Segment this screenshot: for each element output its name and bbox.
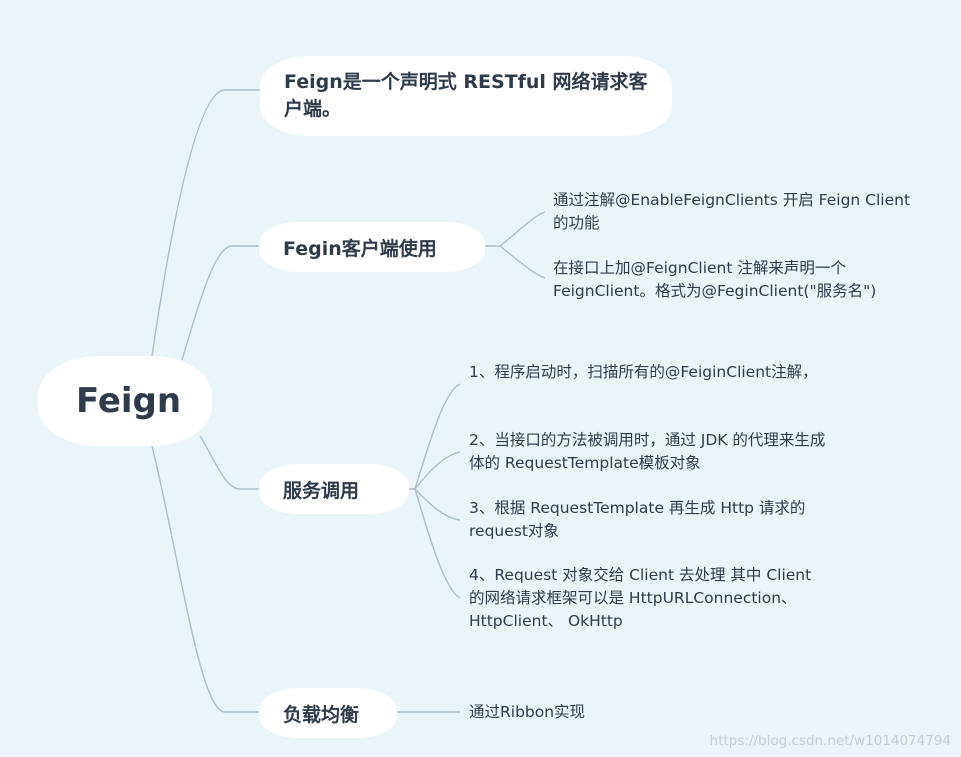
branch-label: 负载均衡 <box>283 703 360 726</box>
branch-label: 服务调用 <box>283 479 360 502</box>
root-label: Feign <box>76 381 182 421</box>
connector-root-branch-1 <box>151 89 262 357</box>
branch-label: Fegin客户端使用 <box>283 237 437 260</box>
leaf-node[interactable]: 3、根据 RequestTemplate 再生成 Http 请求的 reques… <box>469 499 806 540</box>
connector-root-branch-3 <box>199 435 262 490</box>
connector-branch-3-leaf-3 <box>414 488 461 521</box>
watermark: https://blog.csdn.net/w1014074794 <box>709 733 951 749</box>
root-node[interactable]: Feign <box>38 356 212 446</box>
branch-node-client-usage[interactable]: Fegin客户端使用 <box>259 222 485 272</box>
leaf-node[interactable]: 在接口上加@FeignClient 注解来声明一个 FeignClient。格式… <box>553 259 877 300</box>
connector-branch-3-leaf-1 <box>408 383 461 490</box>
branch-label: Feign是一个声明式 RESTful 网络请求客户端。 <box>284 71 648 120</box>
leaf-node[interactable]: 通过注解@EnableFeignClients 开启 Feign Client … <box>553 191 911 232</box>
branch-node-load-balancing[interactable]: 负载均衡 <box>259 688 397 738</box>
leaf-node[interactable]: 1、程序启动时，扫描所有的@FeiginClient注解， <box>469 363 818 381</box>
branch-node-definition[interactable]: Feign是一个声明式 RESTful 网络请求客户端。 <box>260 56 672 136</box>
branch-node-service-call[interactable]: 服务调用 <box>259 464 409 514</box>
leaf-node[interactable]: 2、当接口的方法被调用时，通过 JDK 的代理来生成 体的 RequestTem… <box>469 431 826 472</box>
connector-branch-3-leaf-4 <box>414 488 461 599</box>
connector-branch-2-leaf-2 <box>499 245 546 279</box>
connector-root-branch-4 <box>151 445 262 713</box>
leaf-node[interactable]: 通过Ribbon实现 <box>469 703 586 721</box>
connector-root-branch-2 <box>181 245 262 361</box>
connector-branch-3-leaf-2 <box>414 451 461 490</box>
leaf-node[interactable]: 4、Request 对象交给 Client 去处理 其中 Client 的网络请… <box>469 566 812 630</box>
connector-branch-2-leaf-1 <box>484 211 546 247</box>
